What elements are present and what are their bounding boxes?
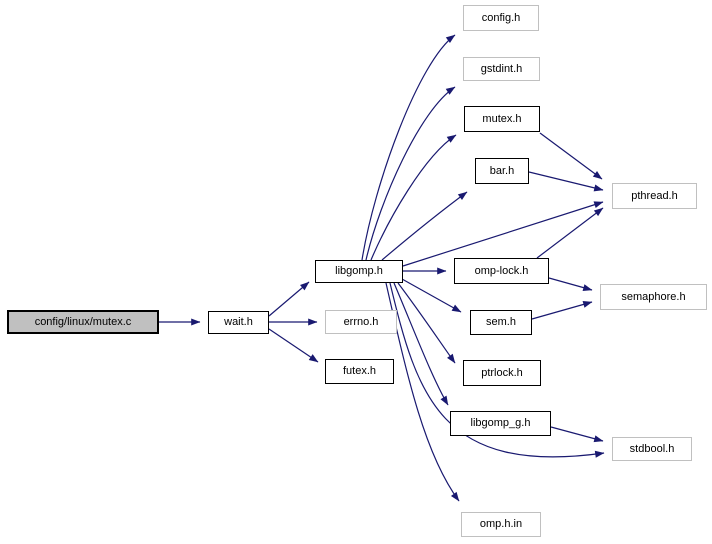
edge-wait-h-to-libgomp-h: [268, 281, 310, 317]
edge-mutex-h-to-pthread-h: [539, 132, 603, 180]
edge-omp-lock-h-to-pthread-h: [536, 207, 604, 259]
node-bar-h[interactable]: bar.h: [475, 158, 529, 184]
edge-libgomp-h-to-stdbool-h: [389, 282, 605, 458]
node-pthread-h: pthread.h: [612, 183, 697, 209]
edge-libgomp-h-to-bar-h: [381, 191, 468, 261]
edge-wait-h-to-futex-h: [268, 328, 319, 363]
node-config-linux-mutex-c: config/linux/mutex.c: [7, 310, 159, 334]
edge-libgomp-h-to-mutex-h: [370, 134, 457, 261]
edge-libgomp-g-h-to-stdbool-h: [550, 426, 604, 443]
node-semaphore-h: semaphore.h: [600, 284, 707, 310]
node-errno-h: errno.h: [325, 310, 397, 334]
edge-libgomp-h-to-ptrlock-h: [397, 282, 456, 364]
edge-sem-h-to-semaphore-h: [531, 301, 593, 320]
edge-libgomp-h-to-libgomp-g-h: [393, 282, 449, 406]
edge-libgomp-h-to-gstdint-h: [365, 86, 456, 261]
node-omp-lock-h[interactable]: omp-lock.h: [454, 258, 549, 284]
node-futex-h[interactable]: futex.h: [325, 359, 394, 384]
edge-bar-h-to-pthread-h: [528, 171, 604, 192]
node-libgomp-g-h[interactable]: libgomp_g.h: [450, 411, 551, 436]
node-libgomp-h[interactable]: libgomp.h: [315, 260, 403, 283]
node-gstdint-h: gstdint.h: [463, 57, 540, 81]
edge-libgomp-h-to-pthread-h: [402, 201, 604, 267]
edge-libgomp-h-to-config-h: [361, 34, 456, 261]
edge-libgomp-h-to-sem-h: [401, 278, 462, 313]
node-ptrlock-h[interactable]: ptrlock.h: [463, 360, 541, 386]
node-config-h: config.h: [463, 5, 539, 31]
node-stdbool-h: stdbool.h: [612, 437, 692, 461]
node-mutex-h[interactable]: mutex.h: [464, 106, 540, 132]
node-wait-h[interactable]: wait.h: [208, 311, 269, 334]
edge-omp-lock-h-to-semaphore-h: [548, 277, 593, 292]
node-sem-h[interactable]: sem.h: [470, 310, 532, 335]
node-omp-h-in: omp.h.in: [461, 512, 541, 537]
